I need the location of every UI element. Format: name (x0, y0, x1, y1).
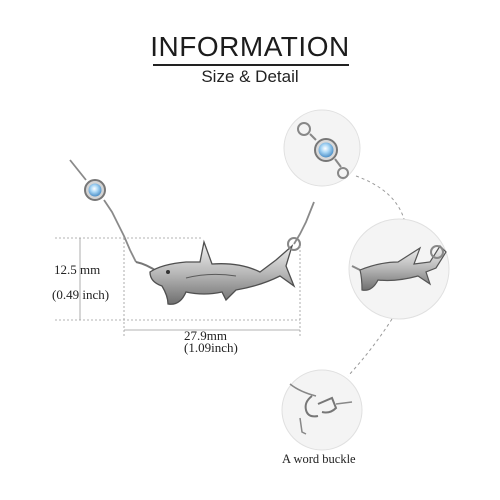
detail-circle-buckle (281, 369, 363, 451)
height-mm-label: 12.5 mm (54, 262, 101, 277)
width-inch-label: (1.09inch) (184, 340, 238, 355)
shark-pendant (135, 237, 301, 305)
gem-main (84, 179, 106, 201)
buckle-caption: A word buckle (282, 452, 356, 466)
page-subtitle: Size & Detail (201, 67, 299, 86)
page-title: INFORMATION (150, 31, 350, 62)
necklace-chain (69, 159, 315, 263)
dimension-arrows (79, 238, 300, 331)
detail-circle-shark (348, 218, 450, 320)
dimension-guides (55, 237, 301, 336)
connector-lines (347, 175, 405, 377)
detail-circle-gem (283, 109, 361, 187)
width-mm-label: 27.9mm (184, 328, 227, 343)
title-underline (153, 64, 349, 66)
height-inch-label: (0.49 inch) (52, 287, 110, 302)
